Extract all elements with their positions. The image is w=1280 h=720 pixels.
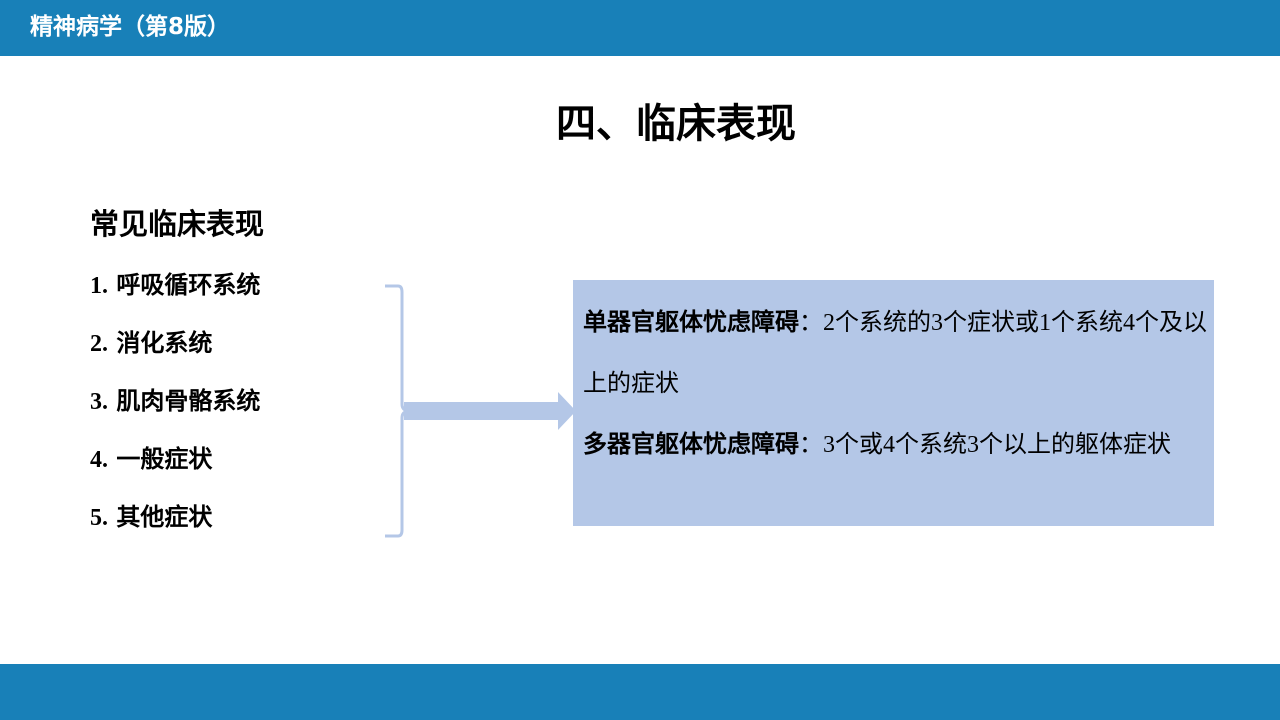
footer-bar: [0, 664, 1280, 720]
list-item-number: 5.: [90, 505, 108, 531]
definition-separator: ：: [799, 308, 823, 336]
definition-term: 多器官躯体忧虑障碍: [583, 430, 799, 458]
list-item: 4. 一般症状: [90, 436, 260, 494]
list-item-number: 4.: [90, 447, 108, 473]
slide-title: 四、临床表现: [556, 101, 796, 147]
definition-multi-organ: 多器官躯体忧虑障碍：3个或4个系统3个以上的躯体症状: [583, 414, 1214, 475]
section-heading: 常见临床表现: [90, 207, 265, 241]
definition-term: 单器官躯体忧虑障碍: [583, 308, 799, 336]
list-item-number: 3.: [90, 389, 108, 415]
list-item: 1. 呼吸循环系统: [90, 262, 260, 320]
definition-separator: ：: [799, 430, 823, 458]
list-item-number: 2.: [90, 331, 108, 357]
header-bar: 精神病学（第8版）: [0, 0, 1280, 56]
brace-arrow-connector: [385, 284, 576, 538]
system-list: 1. 呼吸循环系统 2. 消化系统 3. 肌肉骨骼系统 4. 一般症状 5. 其…: [90, 262, 260, 552]
definition-description: 3个或4个系统3个以上的躯体症状: [823, 432, 1171, 458]
definition-single-organ: 单器官躯体忧虑障碍：2个系统的3个症状或1个系统4个及以上的症状: [583, 292, 1214, 414]
list-item: 3. 肌肉骨骼系统: [90, 378, 260, 436]
list-item-label: 肌肉骨骼系统: [116, 387, 261, 415]
list-item-label: 消化系统: [116, 329, 213, 357]
list-item: 5. 其他症状: [90, 494, 260, 552]
list-item-number: 1.: [90, 273, 108, 299]
list-item-label: 其他症状: [116, 503, 213, 531]
list-item-label: 呼吸循环系统: [116, 271, 261, 299]
right-arrow-icon: [404, 392, 576, 430]
book-title: 精神病学（第8版）: [30, 14, 231, 40]
definition-box: 单器官躯体忧虑障碍：2个系统的3个症状或1个系统4个及以上的症状 多器官躯体忧虑…: [573, 280, 1214, 526]
list-item: 2. 消化系统: [90, 320, 260, 378]
definition-description: 2个系统的3个症状或1个系统4个及以上的症状: [583, 310, 1207, 397]
list-item-label: 一般症状: [116, 445, 213, 473]
